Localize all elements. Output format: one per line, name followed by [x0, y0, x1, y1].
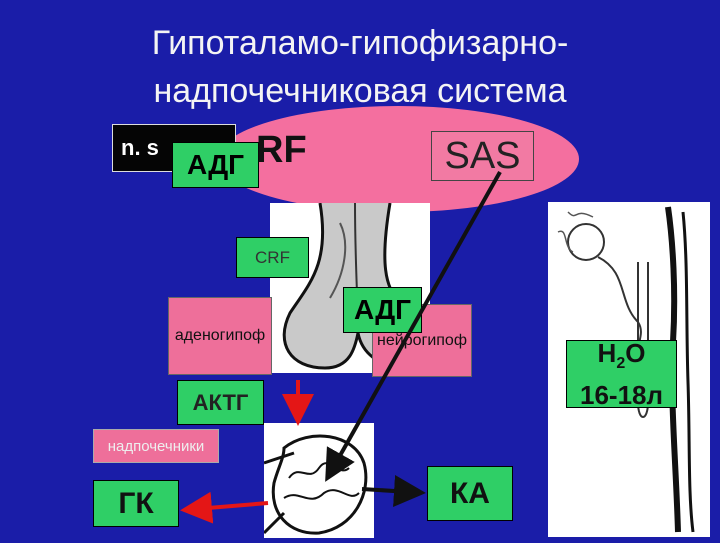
adrenal-to-gk-arrow — [196, 503, 268, 509]
adrenal-to-ka-arrow — [362, 489, 410, 492]
sas-to-adrenal-arrow — [333, 172, 500, 468]
